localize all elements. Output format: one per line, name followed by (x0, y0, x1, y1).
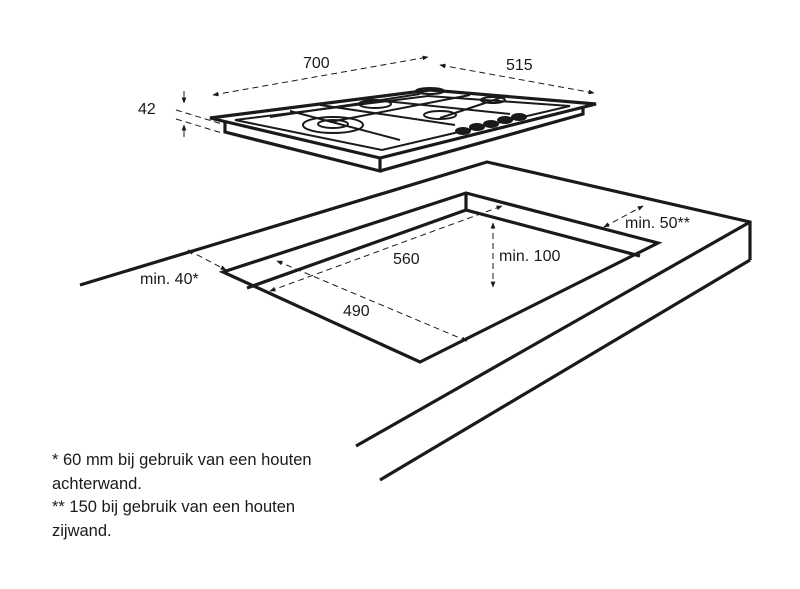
label-min-50: min. 50** (625, 215, 690, 232)
footnotes: * 60 mm bij gebruik van een houten achte… (52, 449, 312, 543)
cutout (218, 191, 663, 364)
label-cutout-depth: 490 (343, 303, 370, 320)
label-min-40: min. 40* (140, 271, 199, 288)
footnote-line: * 60 mm bij gebruik van een houten (52, 451, 312, 469)
dim-line-515 (439, 63, 595, 95)
footnote-line: zijwand. (52, 521, 112, 540)
footnote-line: achterwand. (52, 474, 142, 493)
dim-line-min-40 (187, 249, 227, 271)
label-hob-height: 42 (138, 101, 156, 118)
dim-line-700 (212, 55, 429, 97)
label-hob-depth: 515 (506, 57, 533, 74)
dim-line-490 (276, 260, 468, 342)
label-cutout-width: 560 (393, 251, 420, 268)
burner (423, 110, 457, 120)
dim-line-min-50 (603, 205, 644, 228)
control-knobs (455, 113, 527, 135)
gas-hob (209, 87, 597, 174)
burner (358, 99, 392, 109)
burner-large (302, 116, 364, 134)
footnote-line: ** 150 bij gebruik van een houten (52, 498, 296, 516)
burner (480, 96, 506, 104)
label-min-100: min. 100 (499, 248, 560, 265)
label-hob-width: 700 (303, 55, 330, 72)
